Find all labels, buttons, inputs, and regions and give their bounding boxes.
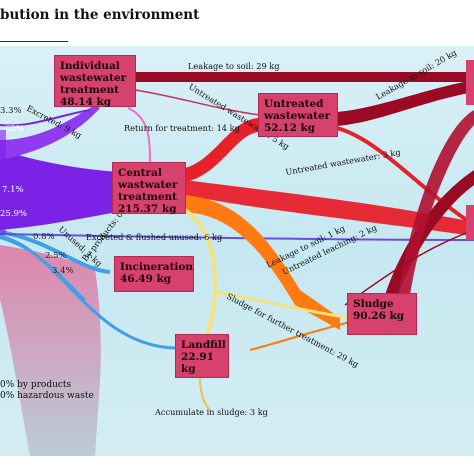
node-central-line3: treatment: [118, 191, 177, 203]
right-node-top: [466, 60, 474, 105]
label-accumulate: Accumulate in sludge: 3 kg: [154, 407, 268, 417]
title-divider: [0, 41, 68, 42]
right-node-bottom: [466, 205, 474, 240]
node-central-line2: wastwater: [118, 179, 178, 191]
pct-0-8: 0.8%: [33, 232, 55, 242]
node-landfill: Landfill 22.91 kg: [175, 334, 229, 378]
node-incineration-value: 46.49 kg: [120, 273, 172, 285]
node-untreated-line2: wastewater: [264, 110, 331, 122]
node-individual-line2: wastewater: [60, 72, 127, 84]
flow-central-right-red: [185, 180, 474, 236]
flow-central-untreated: [185, 118, 258, 182]
flow-sludge-landfill: [249, 321, 351, 351]
flow-accumulate: [199, 377, 211, 411]
node-landfill-value: 22.91 kg: [181, 351, 214, 375]
flow-blue-byproducts: [0, 237, 86, 301]
node-central-line1: Central: [118, 167, 162, 179]
flow-individual-untreated: [134, 89, 261, 116]
pct-7-1: 7.1%: [2, 185, 24, 195]
flow-central-sludge: [185, 195, 340, 330]
node-sludge-value: 90.26 kg: [353, 310, 405, 322]
label-leakage-soil-29: Leakage to soil: 29 kg: [188, 61, 279, 71]
flow-purple-to-individual: [0, 105, 100, 160]
flow-by-products-hazardous: [0, 245, 101, 456]
pct-3-4: 3.4%: [52, 266, 74, 276]
node-individual-value: 48.14 kg: [60, 96, 112, 108]
flow-return-for-treatment: [127, 107, 151, 166]
node-individual-line3: treatment: [60, 84, 119, 96]
flow-purple-small: [0, 109, 91, 127]
node-untreated-line1: Untreated: [264, 98, 324, 110]
node-central-treatment: Central wastwater treatment 215.37 kg: [112, 162, 186, 215]
note-by-products: 0% by products: [0, 380, 72, 390]
flow-untreated-lower: [336, 126, 474, 227]
pct-2-5: 2.5%: [45, 251, 67, 261]
node-untreated-wastewater: Untreated wastewater 52.12 kg: [258, 93, 338, 137]
node-incineration: Incineration 46.49 kg: [114, 256, 194, 292]
pct-25-9: 25.9%: [0, 209, 27, 219]
node-individual-line1: Individual: [60, 60, 120, 72]
flow-sludge-top: [398, 110, 474, 295]
page-title: bution in the environment: [0, 7, 200, 23]
label-return-14: Return for treatment: 14 kg: [124, 123, 240, 133]
flow-leakage-soil-29: [135, 72, 474, 82]
flow-blue-incineration: [0, 230, 111, 274]
pct-3-3: 3.3%: [0, 106, 22, 116]
node-individual-treatment: Individual wastewater treatment 48.14 kg: [54, 55, 136, 108]
label-excreted-flushed: Excreted & flushed unused: 6 kg: [86, 232, 222, 242]
pct-62: 62%: [5, 124, 24, 134]
flow-sludge-further: [214, 290, 351, 320]
note-hazardous-waste: 0% hazardous waste: [0, 391, 94, 401]
left-source-stub: [0, 130, 6, 235]
node-landfill-line1: Landfill: [181, 339, 226, 351]
node-incineration-line1: Incineration: [120, 261, 194, 273]
flow-blue-landfill: [0, 234, 176, 350]
node-sludge: Sludge 90.26 kg: [347, 293, 417, 335]
flow-untreated-right: [337, 80, 474, 126]
node-sludge-line1: Sludge: [353, 298, 394, 310]
node-central-value: 215.37 kg: [118, 203, 177, 215]
node-untreated-value: 52.12 kg: [264, 122, 316, 134]
